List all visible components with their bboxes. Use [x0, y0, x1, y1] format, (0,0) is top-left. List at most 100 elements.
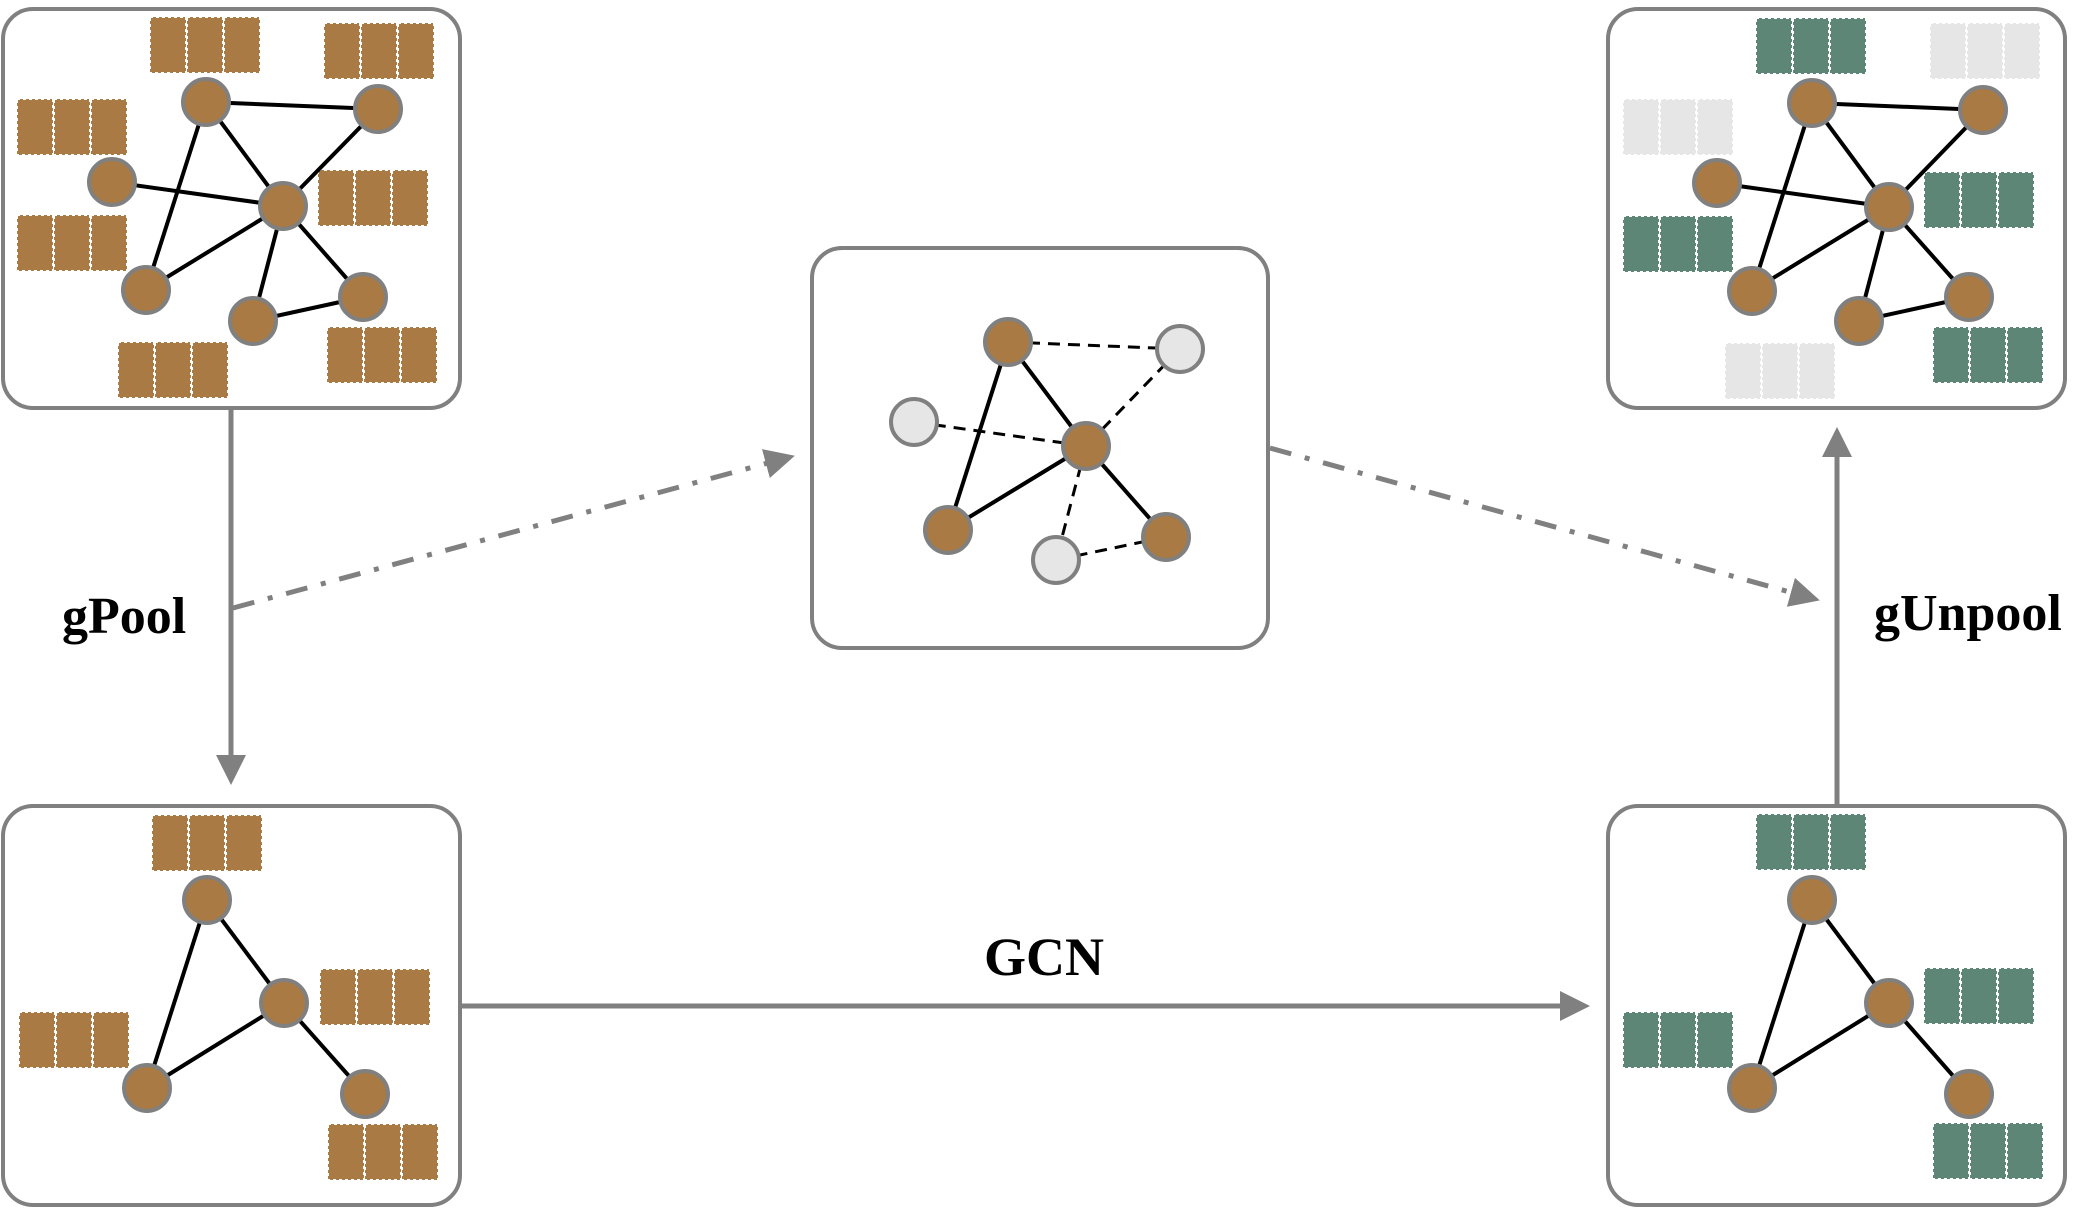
feature-vector-original	[319, 968, 431, 1026]
feature-cell	[1755, 813, 1793, 871]
feature-cell	[2003, 22, 2041, 80]
graph-node	[923, 505, 973, 555]
feature-cell	[1659, 1011, 1697, 1069]
feature-cell	[1829, 17, 1867, 75]
feature-cell	[327, 1123, 365, 1181]
feature-cell	[354, 169, 392, 227]
feature-cell	[117, 341, 155, 399]
feature-cell	[1696, 215, 1734, 273]
feature-cell	[1966, 22, 2004, 80]
feature-vector-updated	[1932, 1122, 2044, 1180]
feature-cell	[92, 1011, 130, 1069]
feature-cell	[360, 22, 398, 80]
feature-cell	[1960, 171, 1998, 229]
graph-edge	[946, 444, 1088, 532]
graph-node	[1834, 296, 1884, 346]
pooling-selection-panel	[810, 246, 1270, 650]
graph-node	[1727, 266, 1777, 316]
graph-node	[1944, 1069, 1994, 1119]
graph-node	[1864, 182, 1914, 232]
graph-edge	[1811, 101, 1984, 112]
input-graph-panel	[1, 7, 462, 410]
graph-node	[338, 272, 388, 322]
feature-cell	[188, 814, 226, 872]
feature-cell	[223, 16, 261, 74]
feature-cell	[18, 1011, 56, 1069]
graph-node	[122, 1063, 172, 1113]
feature-vector-updated	[1755, 813, 1867, 871]
feature-cell	[2006, 1122, 2044, 1180]
feature-cell	[154, 341, 192, 399]
graph-node	[1727, 1063, 1777, 1113]
arrows-layer	[216, 410, 1852, 1021]
graph-node	[983, 317, 1033, 367]
removed-edge	[1007, 340, 1181, 351]
unpooled-graph-panel	[1606, 7, 2067, 410]
feature-cell	[1696, 98, 1734, 156]
feature-vector-updated	[1755, 17, 1867, 75]
graph-node	[87, 157, 137, 207]
feature-cell	[1929, 22, 1967, 80]
gcn-label: GCN	[984, 927, 1104, 987]
feature-vector-updated	[1622, 1011, 1734, 1069]
graph-node	[258, 181, 308, 231]
feature-vector-original	[149, 16, 261, 74]
graph-edge	[145, 1001, 286, 1090]
feature-cell	[1997, 967, 2035, 1025]
feature-vector-empty	[1724, 342, 1836, 400]
feature-cell	[90, 214, 128, 272]
feature-cell	[186, 16, 224, 74]
graph-node	[1141, 512, 1191, 562]
feature-cell	[364, 1123, 402, 1181]
graph-edge	[205, 100, 379, 111]
feature-cell	[1829, 813, 1867, 871]
feature-cell	[1755, 17, 1793, 75]
graph-node	[259, 978, 309, 1028]
feature-cell	[1798, 342, 1836, 400]
graph-node	[1787, 78, 1837, 128]
gcn-output-graph-panel	[1606, 804, 2067, 1207]
feature-cell	[397, 22, 435, 80]
feature-cell	[55, 1011, 93, 1069]
pooled-graph-panel	[1, 804, 462, 1207]
feature-vector-updated	[1622, 215, 1734, 273]
feature-cell	[90, 98, 128, 156]
feature-cell	[1761, 342, 1799, 400]
feature-cell	[1659, 215, 1697, 273]
graph-node	[1864, 978, 1914, 1028]
feature-cell	[1792, 813, 1830, 871]
feature-cell	[1724, 342, 1762, 400]
graph-edge	[145, 899, 209, 1089]
feature-vector-updated	[1932, 326, 2044, 384]
feature-cell	[151, 814, 189, 872]
feature-vector-original	[16, 98, 128, 156]
graph-edge	[1750, 899, 1814, 1089]
graph-node	[1944, 272, 1994, 322]
feature-vector-empty	[1929, 22, 2041, 80]
graph-node	[228, 296, 278, 346]
feature-cell	[1622, 1011, 1660, 1069]
feature-cell	[319, 968, 357, 1026]
feature-vector-updated	[1923, 171, 2035, 229]
gunpool-label: gUnpool	[1874, 585, 2062, 642]
feature-cell	[1696, 1011, 1734, 1069]
graph-edge	[144, 204, 285, 292]
graph-edge	[946, 341, 1010, 531]
feature-cell	[16, 214, 54, 272]
feature-cell	[317, 169, 355, 227]
feature-vector-original	[18, 1011, 130, 1069]
graph-edge	[1750, 1001, 1891, 1090]
feature-cell	[2006, 326, 2044, 384]
feature-cell	[1960, 967, 1998, 1025]
graph-node	[1958, 85, 2008, 135]
feature-cell	[393, 968, 431, 1026]
feature-cell	[1932, 326, 1970, 384]
feature-vector-empty	[1622, 98, 1734, 156]
graph-node	[1787, 875, 1837, 925]
feature-cell	[1923, 967, 1961, 1025]
feature-cell	[1997, 171, 2035, 229]
feature-vector-original	[16, 214, 128, 272]
feature-cell	[1792, 17, 1830, 75]
gpool-selection-arrow	[232, 449, 795, 611]
feature-vector-original	[117, 341, 229, 399]
